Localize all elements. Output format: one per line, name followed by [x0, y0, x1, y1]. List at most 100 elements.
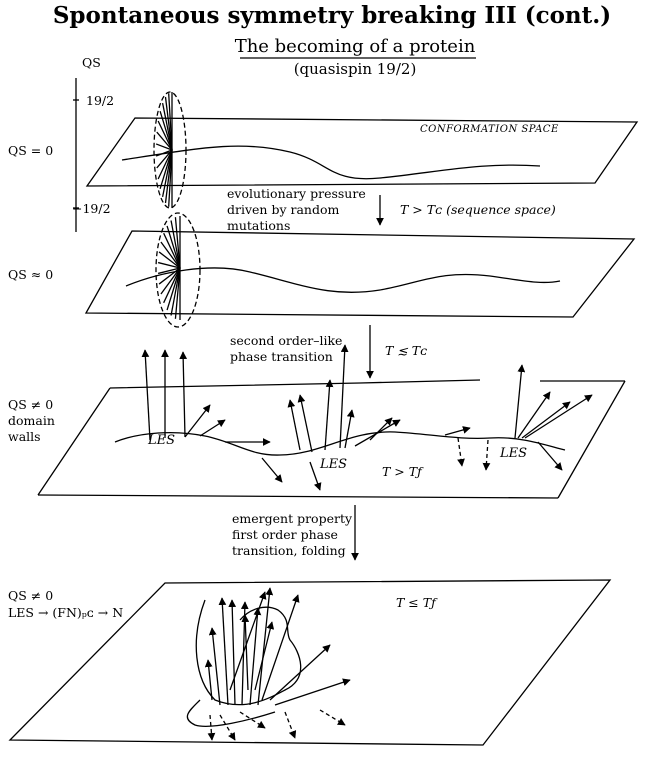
temp-label-panel3: T > Tƒ [382, 464, 422, 479]
axis-tick-zero: QS = 0 [8, 143, 54, 158]
spin-arrow [199, 419, 226, 437]
fan-spoke [166, 225, 181, 269]
step1-condition: T > Tᴄ (sequence space) [400, 202, 556, 217]
axis-label-qs: QS [82, 55, 101, 70]
axis-tick-top: 19/2 [86, 93, 115, 108]
fan-spoke [157, 149, 173, 180]
fan-spoke [157, 120, 173, 151]
plane-panel3-left [37, 387, 111, 496]
step1-text-2: driven by random [227, 202, 340, 217]
subtitle-quasispin: (quasispin 19/2) [293, 60, 417, 78]
spin-arrow [514, 364, 526, 439]
spin-arrow [309, 461, 322, 491]
fan-spoke [170, 220, 181, 269]
fan-spoke [170, 267, 181, 316]
spin-arrow [319, 709, 346, 726]
walls-label: walls [8, 429, 41, 444]
spin-arrow [261, 457, 283, 483]
plane-panel4 [8, 579, 612, 746]
spin-arrow [524, 394, 593, 439]
chain-tail-panel4 [186, 699, 276, 727]
plane-panel3-top [109, 379, 481, 389]
step1-text-3: mutations [227, 218, 291, 233]
fan-spoke [163, 267, 181, 304]
fan-spoke [155, 143, 173, 151]
step2-text-1: second order–like [230, 333, 343, 348]
spin-arrow [241, 614, 250, 691]
spin-cone-panel2 [155, 212, 201, 328]
spin-arrows-panel4 [204, 587, 351, 741]
spin-arrow [207, 714, 216, 741]
fan-spoke [156, 131, 173, 151]
spin-arrow [269, 644, 331, 701]
step3-text-2: first order phase [232, 527, 338, 542]
fan-spoke [158, 251, 181, 269]
spin-fan-panel1 [155, 92, 173, 208]
plane-panel3-bottom [37, 494, 559, 499]
spin-arrow [369, 417, 393, 441]
plane-panel2 [84, 230, 636, 318]
page-title: Spontaneous symmetry breaking III (cont.… [52, 2, 612, 29]
step3-text-1: emergent property [232, 511, 353, 526]
les-label-1: LES [148, 433, 176, 448]
fan-spoke [155, 149, 173, 157]
spin-fan-panel2 [157, 216, 181, 320]
spin-arrow [287, 399, 301, 451]
fan-spoke [157, 267, 181, 275]
step1-text-1: evolutionary pressure [227, 186, 366, 201]
plane-conformation-space [85, 117, 639, 187]
qs-label-panel4: QS ≠ 0 [8, 588, 54, 603]
plane-label-conformation-space: CONFORMATION SPACE [420, 124, 559, 135]
step3-text-3: transition, folding [232, 543, 346, 558]
domain-label: domain [8, 413, 55, 428]
spin-arrow [257, 587, 274, 706]
spin-arrow [344, 409, 355, 449]
spin-arrow [141, 349, 151, 441]
fan-spoke [158, 267, 181, 285]
spin-arrow [229, 591, 267, 691]
folded-chain-panel4 [195, 599, 302, 706]
spin-arrow [204, 659, 213, 701]
spin-arrow [444, 426, 471, 436]
les-transition-label: LES → (FN)ₚᴄ → N [8, 605, 124, 620]
fan-spoke [157, 261, 181, 269]
les-label-3: LES [500, 446, 528, 461]
fan-spoke [164, 96, 173, 151]
spin-arrow [482, 439, 491, 471]
spin-arrow [254, 621, 275, 691]
spin-arrows-panel3 [141, 344, 593, 491]
fan-spoke [174, 217, 181, 269]
fan-spoke [159, 149, 173, 189]
spin-arrow [339, 344, 349, 449]
spin-arrow [521, 401, 571, 439]
spin-arrow [284, 711, 297, 739]
spin-arrow [274, 678, 351, 706]
chain-panel3 [114, 431, 566, 456]
spin-arrow [219, 714, 236, 741]
fan-spoke [156, 149, 173, 169]
spin-arrow [249, 607, 262, 706]
fan-spoke [159, 111, 173, 151]
fan-spoke [160, 241, 181, 269]
spin-cone-panel1 [153, 91, 187, 209]
chain-panel2 [125, 267, 561, 293]
step2-text-2: phase transition [230, 349, 333, 364]
fan-spoke [160, 267, 181, 295]
spin-arrow [457, 437, 465, 467]
chain-panel1 [121, 145, 541, 180]
spin-arrow [537, 441, 563, 471]
fan-spoke [174, 267, 181, 319]
qs-label-panel2: QS ≈ 0 [8, 267, 54, 282]
spin-arrow [324, 379, 334, 451]
step2-condition: T ≲ Tᴄ [385, 343, 428, 358]
spin-arrow [208, 627, 221, 706]
spin-arrow [239, 711, 266, 729]
spin-arrow [261, 594, 300, 701]
fan-spoke [163, 232, 181, 269]
spin-arrow [184, 404, 211, 438]
qs-label-panel3: QS ≠ 0 [8, 397, 54, 412]
plane-panel3-right [557, 380, 626, 499]
spin-arrow [228, 599, 237, 706]
spin-arrow [297, 394, 313, 453]
